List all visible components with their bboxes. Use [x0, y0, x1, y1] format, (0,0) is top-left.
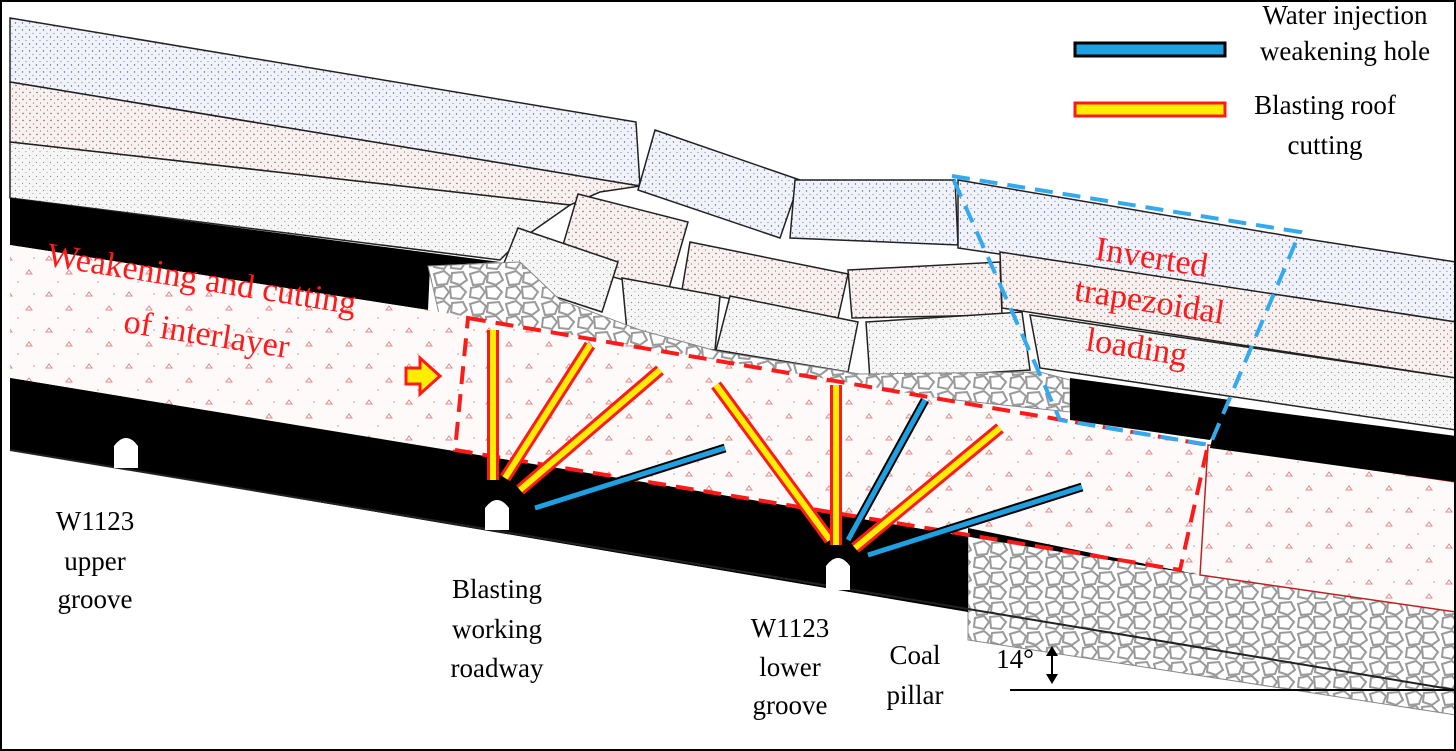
- coal-pillar-label-line2: pillar: [887, 680, 944, 710]
- inverted-trapezoid-outline: [948, 173, 1303, 448]
- legend-blast-line2: cutting: [1288, 130, 1363, 160]
- upper-groove-label-line1: W1123: [56, 506, 134, 536]
- water-injection-holes: [533, 397, 1084, 560]
- blasting-holes: [487, 330, 1004, 553]
- coal-pillar-label-line1: Coal: [890, 640, 941, 670]
- blasting-roadway-label-line2: working: [452, 614, 542, 644]
- upper-groove-label-line3: groove: [58, 584, 133, 614]
- upper-groove-label-line2: upper: [64, 546, 125, 576]
- angle-label: 14°: [996, 644, 1034, 674]
- weakening-zone-outline: [452, 315, 1211, 573]
- angle-arrows-icon: [1046, 646, 1058, 684]
- legend-water-line2: weakening hole: [1260, 36, 1430, 66]
- blasting-roadway-label-line1: Blasting: [452, 574, 542, 604]
- lower-groove-label-line2: lower: [759, 652, 820, 682]
- upper-groove-opening: [114, 438, 138, 468]
- legend-water-line1: Water injection: [1262, 0, 1428, 30]
- blasting-roadway-label-line3: roadway: [451, 653, 544, 683]
- direction-arrow-icon: [404, 354, 443, 398]
- lower-groove-label-line3: groove: [753, 690, 828, 720]
- lower-groove-opening: [826, 558, 850, 590]
- lower-groove-label-line1: W1123: [751, 613, 829, 643]
- legend-blast-swatch: [1073, 101, 1227, 118]
- legend-water-swatch: [1073, 41, 1227, 58]
- blasting-roadway-opening: [485, 500, 509, 530]
- legend-blast-line1: Blasting roof: [1254, 90, 1396, 120]
